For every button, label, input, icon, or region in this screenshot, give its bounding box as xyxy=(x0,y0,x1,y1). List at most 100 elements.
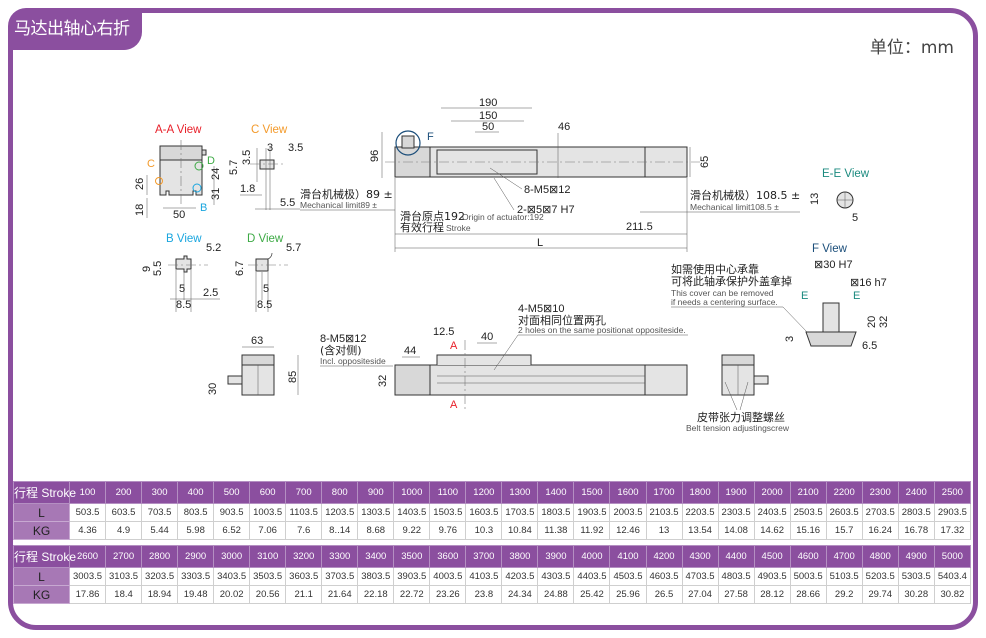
stroke-value-cell: 3200 xyxy=(285,545,323,568)
table-cell: 25.42 xyxy=(573,585,611,604)
side-note-left-2: (含对侧) xyxy=(320,343,362,357)
stroke-value-cell: 3000 xyxy=(213,545,251,568)
table-cell: 5003.5 xyxy=(789,567,827,586)
table-cell: 27.58 xyxy=(717,585,755,604)
stroke-value-cell: 2700 xyxy=(105,545,143,568)
f-note-en-1: This cover can be removed xyxy=(671,288,774,298)
aa-marker-b: B xyxy=(200,202,207,214)
table-cell: 22.18 xyxy=(357,585,395,604)
table-cell: 3403.5 xyxy=(213,567,251,586)
stroke-value-cell: 600 xyxy=(249,481,287,504)
table-cell: 4503.5 xyxy=(609,567,647,586)
aa-b-marker-circle xyxy=(192,183,202,193)
stroke-value-cell: 4300 xyxy=(681,545,719,568)
top-dim-96: 96 xyxy=(369,150,381,162)
table-cell: 14.62 xyxy=(753,521,791,540)
end-dim-30: 30 xyxy=(207,383,219,395)
row-label: L xyxy=(13,503,70,522)
table-cell: 19.48 xyxy=(177,585,215,604)
c-view-title: C View xyxy=(251,124,288,136)
top-note-m5: 8-M5⊠12 xyxy=(524,184,571,196)
stroke-value-cell: 2400 xyxy=(897,481,935,504)
table-cell: 26.5 xyxy=(645,585,683,604)
top-view: F 190 150 50 46 96 65 8-M5⊠12 2-⊠5⊠7 H7 … xyxy=(300,97,800,252)
f-dim-30h7: ⊠30 H7 xyxy=(814,259,853,271)
aa-dim-31: 31 xyxy=(210,188,222,200)
table-cell: 3803.5 xyxy=(357,567,395,586)
d-dim-5: 5 xyxy=(263,283,269,295)
table-cell: 1003.5 xyxy=(249,503,287,522)
table-cell: 14.08 xyxy=(717,521,755,540)
table-cell: 4303.5 xyxy=(537,567,575,586)
end-view: 63 85 30 xyxy=(207,335,299,396)
mech-limit-left-cn: 滑台机械极）89 ± xyxy=(300,187,393,201)
f-note-en-2: if needs a centering surface. xyxy=(671,297,778,307)
table-cell: 3303.5 xyxy=(177,567,215,586)
stroke-label-cn: 有效行程 xyxy=(400,220,444,234)
table-cell: 1603.5 xyxy=(465,503,503,522)
table-cell: 3103.5 xyxy=(105,567,143,586)
table-cell: 3603.5 xyxy=(285,567,323,586)
aa-view: A-A View C D B 26 18 50 24 31 xyxy=(134,124,222,221)
table-cell: 18.94 xyxy=(141,585,179,604)
table-cell: 17.32 xyxy=(933,521,972,540)
b-dim-8-5: 8.5 xyxy=(176,299,191,311)
end-dim-63: 63 xyxy=(251,335,263,347)
aa-dim-26: 26 xyxy=(134,178,146,190)
right-end-shaft xyxy=(753,375,769,385)
aa-marker-c: C xyxy=(147,158,155,170)
table-cell: 8..14 xyxy=(321,521,359,540)
side-dim-32: 32 xyxy=(377,375,389,387)
b-slot-shape xyxy=(175,255,192,273)
c-dim-5-5: 5.5 xyxy=(280,197,295,209)
mech-limit-right-cn: 滑台机械极）108.5 ± xyxy=(690,188,800,202)
stroke-value-cell: 900 xyxy=(357,481,395,504)
table-cell: 3203.5 xyxy=(141,567,179,586)
end-shaft xyxy=(227,375,243,385)
table-cell: 1903.5 xyxy=(573,503,611,522)
table-cell: 10.84 xyxy=(501,521,539,540)
f-marker-e-left: E xyxy=(801,290,808,302)
table-cell: 24.88 xyxy=(537,585,575,604)
table-cell: 8.68 xyxy=(357,521,395,540)
mech-limit-right-en: Mechanical limit108.5 ± xyxy=(690,202,779,212)
table-cell: 5303.5 xyxy=(897,567,935,586)
stroke-value-cell: 4800 xyxy=(861,545,899,568)
row-label: KG xyxy=(13,521,70,540)
page-title: 马达出轴心右折 xyxy=(8,8,142,50)
b-dim-5-2: 5.2 xyxy=(206,242,221,254)
side-end-cap xyxy=(644,364,688,396)
table-cell: 2303.5 xyxy=(717,503,755,522)
f-dim-16h7: ⊠16 h7 xyxy=(850,277,887,289)
stroke-value-cell: 3800 xyxy=(501,545,539,568)
table-cell: 15.7 xyxy=(825,521,863,540)
table-cell: 1103.5 xyxy=(285,503,323,522)
table-cell: 1403.5 xyxy=(393,503,431,522)
table-cell: 503.5 xyxy=(68,503,107,522)
side-note-left-1: 8-M5⊠12 xyxy=(320,333,367,345)
belt-note-en: Belt tension adjustingscrew xyxy=(686,423,790,433)
stroke-header-label: 行程 Stroke xyxy=(13,481,76,504)
stroke-value-cell: 3600 xyxy=(429,545,467,568)
table-cell: 2803.5 xyxy=(897,503,935,522)
table-cell: 27.04 xyxy=(681,585,719,604)
c-dim-5-7: 5.7 xyxy=(228,160,240,175)
stroke-value-cell: 1300 xyxy=(501,481,539,504)
table-cell: 9.22 xyxy=(393,521,431,540)
stroke-value-cell: 5000 xyxy=(933,545,972,568)
table-cell: 30.28 xyxy=(897,585,935,604)
section-mark-top: A xyxy=(450,340,458,352)
b-dim-5-5: 5.5 xyxy=(152,261,164,276)
side-profile xyxy=(394,364,688,396)
table-cell: 2103.5 xyxy=(645,503,683,522)
table-cell: 11.92 xyxy=(573,521,611,540)
side-note-left-en: Incl. oppositeside xyxy=(320,356,386,366)
stroke-value-cell: 1700 xyxy=(645,481,683,504)
c-slot-shape xyxy=(259,159,275,170)
table-cell: 16.78 xyxy=(897,521,935,540)
stroke-value-cell: 700 xyxy=(285,481,323,504)
b-dim-2-5: 2.5 xyxy=(203,287,218,299)
stroke-value-cell: 3500 xyxy=(393,545,431,568)
stroke-value-cell: 1000 xyxy=(393,481,431,504)
